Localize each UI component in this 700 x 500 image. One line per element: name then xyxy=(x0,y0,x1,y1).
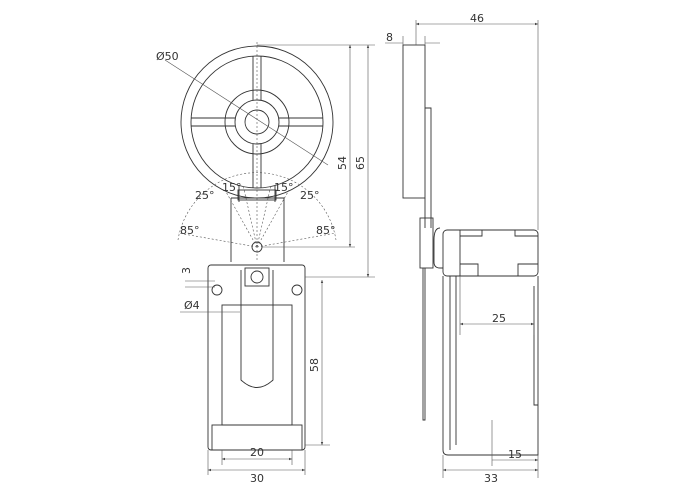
dim-58-label: 58 xyxy=(308,358,321,372)
angle-15-left: 15° xyxy=(222,181,242,194)
lever-hub xyxy=(419,217,434,269)
dim-33-label: 33 xyxy=(484,472,498,485)
wheel-side xyxy=(402,44,426,199)
side-view: 46 8 25 15 33 xyxy=(385,12,539,485)
dim-15-label: 15 xyxy=(508,448,522,461)
switch-body xyxy=(207,264,306,451)
dim-30-label: 30 xyxy=(250,472,264,485)
switch-head xyxy=(442,229,539,277)
angle-25-right: 25° xyxy=(300,189,320,202)
dim-25-label: 25 xyxy=(492,312,506,325)
roller-wheel xyxy=(180,42,334,262)
angle-85-left: 85° xyxy=(180,224,200,237)
angle-85-right: 85° xyxy=(316,224,336,237)
hole-diameter-label: Ø4 xyxy=(184,299,200,312)
dim-65-label: 65 xyxy=(354,156,367,170)
front-view: Ø50 54 65 58 20 30 3 Ø4 15° 15° 25° 25° … xyxy=(156,42,375,485)
front-dimensions: Ø50 54 65 58 20 30 3 Ø4 15° 15° 25° 25° … xyxy=(156,44,375,485)
angle-15-right: 15° xyxy=(274,181,294,194)
wheel-diameter-label: Ø50 xyxy=(156,50,179,63)
dim-46-label: 46 xyxy=(470,12,484,25)
dim-54-label: 54 xyxy=(336,156,349,170)
dim-20-label: 20 xyxy=(250,446,264,459)
dim-8-label: 8 xyxy=(386,31,393,44)
lever-arm xyxy=(230,186,285,262)
angle-arcs xyxy=(177,172,337,248)
angle-25-left: 25° xyxy=(195,189,215,202)
dim-3-label: 3 xyxy=(180,267,193,274)
